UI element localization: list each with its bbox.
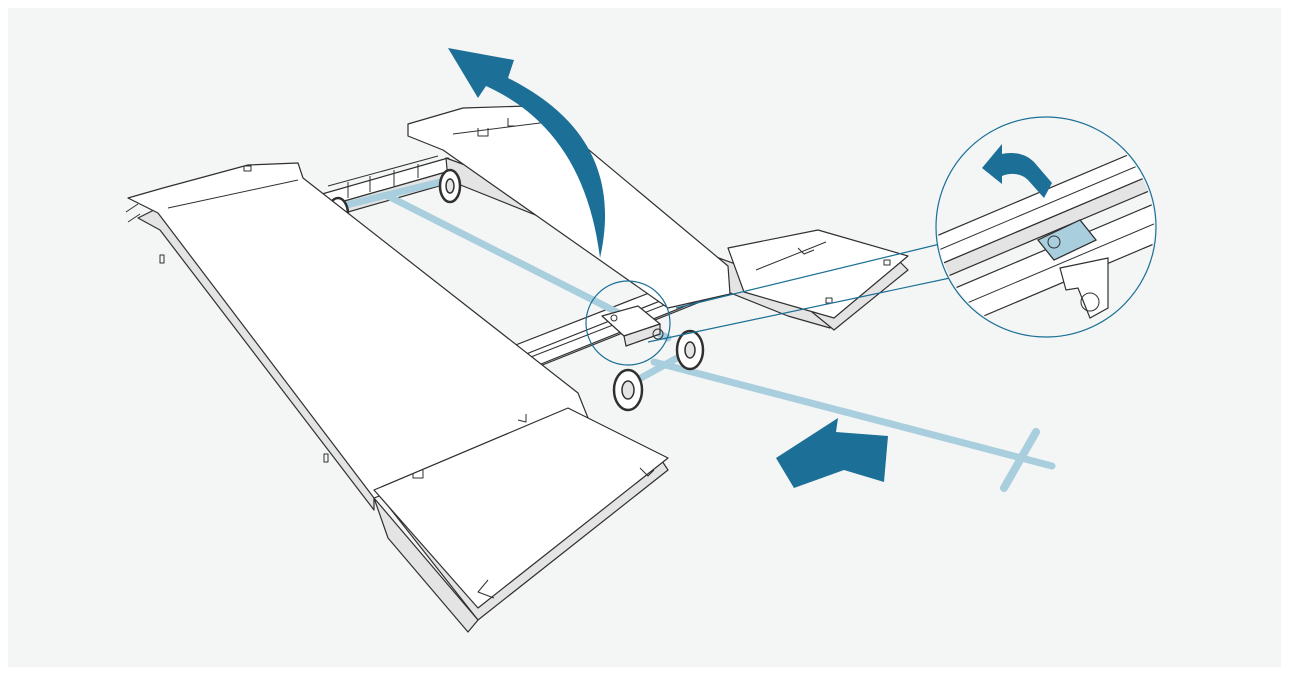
caster-wheel xyxy=(438,168,462,204)
figure-panel: .pf{fill:#ffffff;stroke:#303030;stroke-w… xyxy=(8,8,1281,667)
pull-rod xyxy=(650,358,1056,492)
latch-clip xyxy=(1037,219,1109,319)
latch-clip xyxy=(601,305,664,347)
lift-arrow-icon xyxy=(448,48,606,258)
release-arrow-icon xyxy=(982,144,1052,198)
caster-wheel xyxy=(612,368,644,412)
assembly-diagram: .pf{fill:#ffffff;stroke:#303030;stroke-w… xyxy=(8,8,1281,667)
front-casters xyxy=(612,329,705,412)
front-panel xyxy=(125,162,669,633)
caster-wheel xyxy=(675,329,705,371)
pull-arrow-icon xyxy=(776,418,888,488)
t-handle xyxy=(1000,428,1040,492)
